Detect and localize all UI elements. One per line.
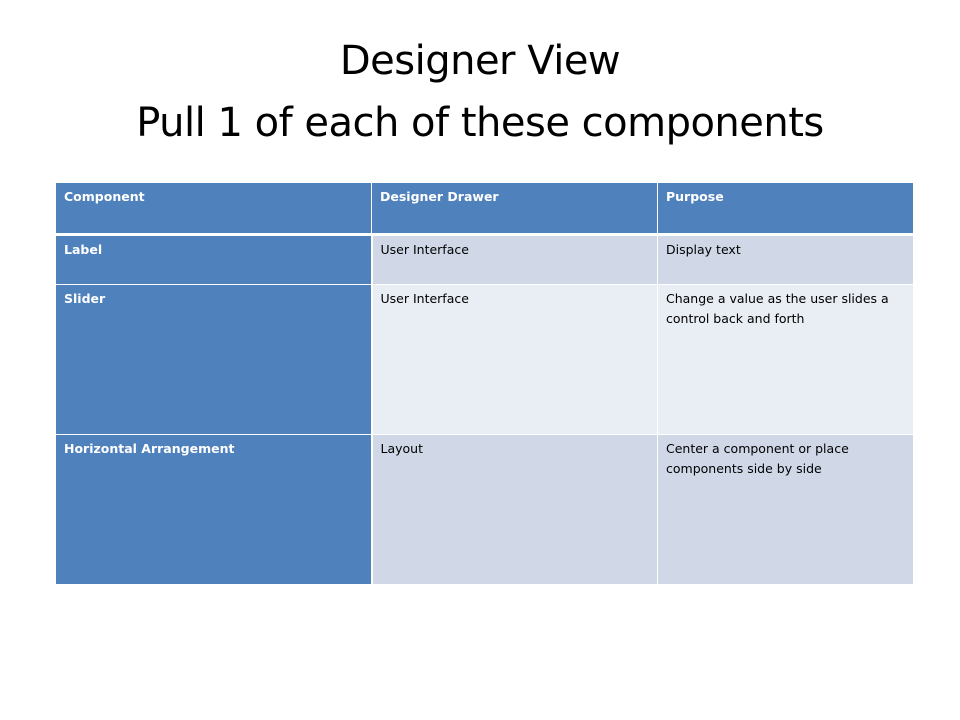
- cell-designer-drawer: User Interface: [371, 284, 658, 435]
- table-row: Label User Interface Display text: [55, 234, 914, 285]
- cell-component: Horizontal Arrangement: [55, 434, 373, 585]
- cell-purpose: Change a value as the user slides a cont…: [657, 284, 914, 435]
- table-header: Component Designer Drawer Purpose: [55, 182, 914, 236]
- cell-purpose: Center a component or place components s…: [657, 434, 914, 585]
- cell-purpose: Display text: [657, 234, 914, 285]
- cell-component: Slider: [55, 284, 373, 435]
- cell-designer-drawer: Layout: [371, 434, 658, 585]
- table-body: Label User Interface Display text Slider…: [55, 234, 914, 585]
- slide-title-line-2: Pull 1 of each of these components: [136, 100, 824, 146]
- table-header-row: Component Designer Drawer Purpose: [55, 182, 914, 236]
- cell-designer-drawer: User Interface: [371, 234, 658, 285]
- slide-title-line-1: Designer View: [339, 38, 621, 84]
- column-header-purpose: Purpose: [657, 182, 914, 236]
- table-row: Horizontal Arrangement Layout Center a c…: [55, 434, 914, 585]
- column-header-component: Component: [55, 182, 372, 236]
- slide-title: Designer View Pull 1 of each of these co…: [0, 30, 960, 154]
- column-header-designer-drawer: Designer Drawer: [371, 182, 658, 236]
- table-row: Slider User Interface Change a value as …: [55, 284, 914, 435]
- cell-component: Label: [55, 234, 373, 285]
- components-table: Component Designer Drawer Purpose Label …: [55, 182, 914, 585]
